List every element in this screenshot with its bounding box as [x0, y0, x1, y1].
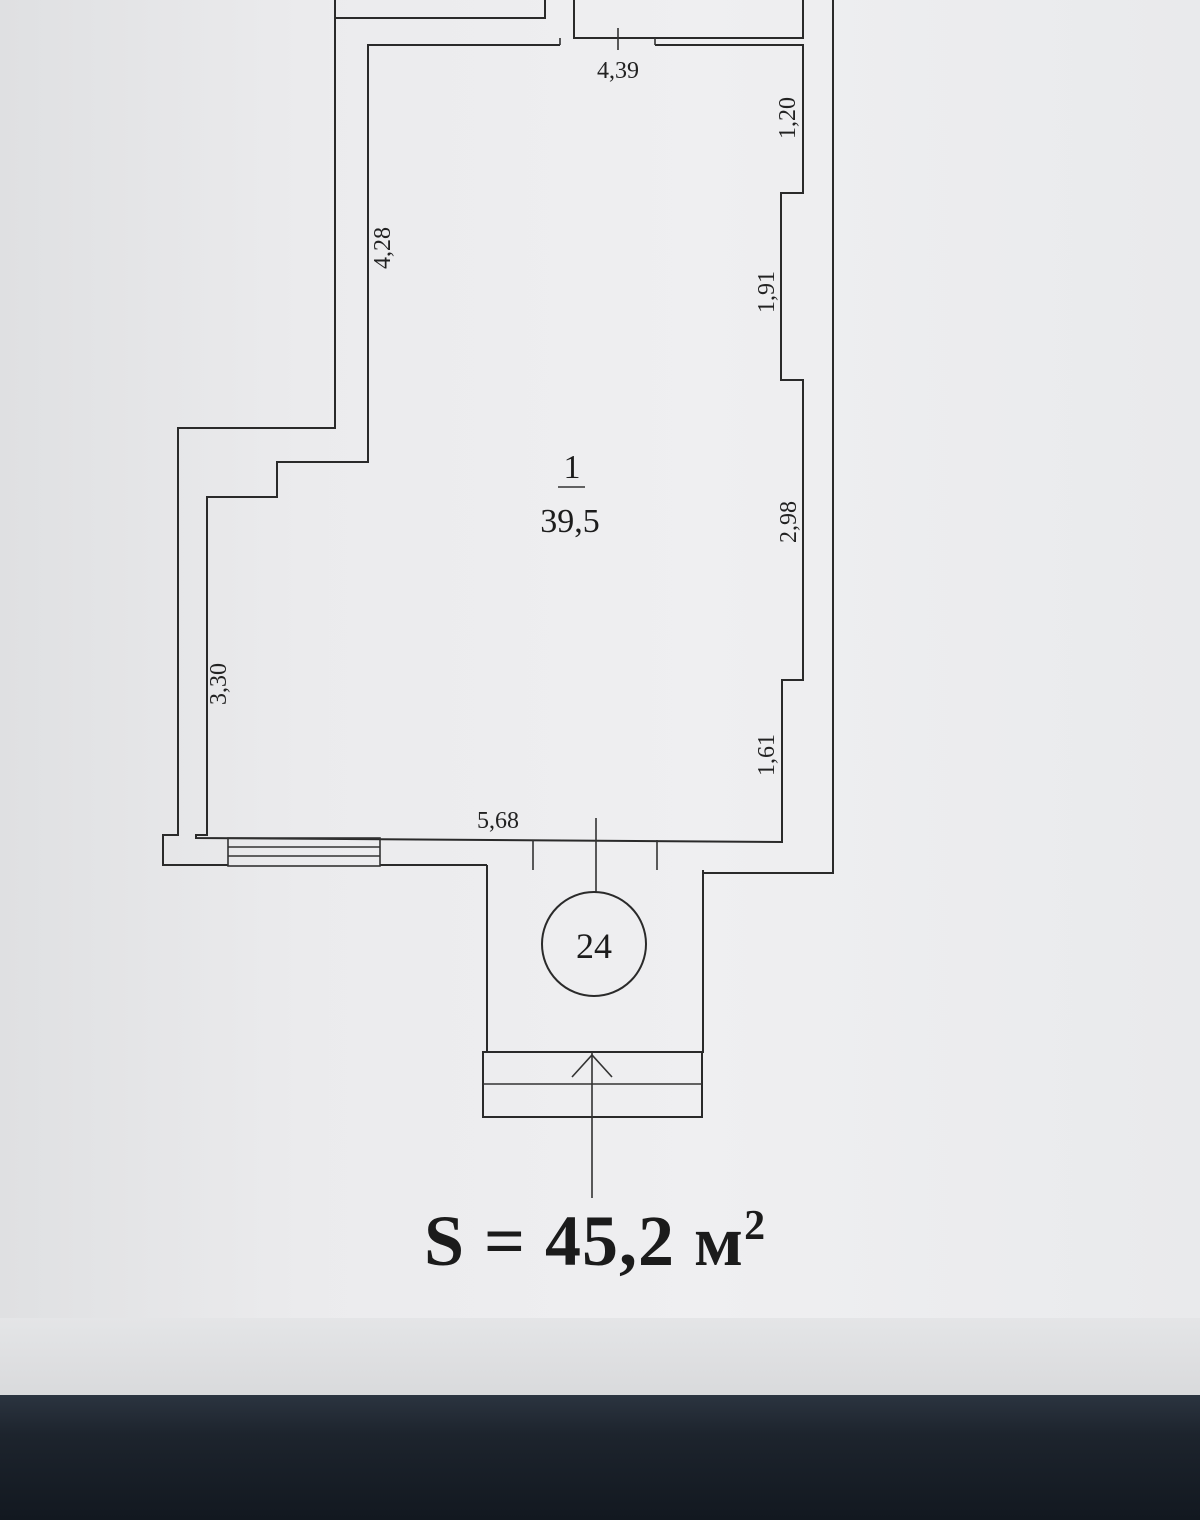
outer-wall-line [162, 0, 336, 866]
total-area-unit-exponent: 2 [744, 1203, 767, 1249]
outer-wall-line-right [703, 0, 834, 874]
room-number: 1 [564, 449, 581, 486]
entrance-number: 24 [576, 926, 612, 966]
room-inner-outline [195, 44, 804, 844]
dim-bottom-wall: 5,68 [477, 808, 519, 834]
top-adjacent-wall-left [335, 0, 546, 19]
entrance-arrow-head [571, 1053, 613, 1078]
room-area: 39,5 [540, 503, 600, 540]
total-area-value: S = 45,2 м [423, 1201, 745, 1281]
dim-left-upper: 4,28 [370, 227, 396, 269]
dim-right-lower: 1,61 [754, 734, 780, 776]
dim-right-mid-upper: 1,91 [754, 271, 780, 313]
top-adjacent-room [573, 0, 804, 39]
window [227, 837, 381, 867]
total-area-label: S = 45,2 м2 [0, 1200, 1190, 1283]
dim-right-upper: 1,20 [775, 97, 801, 139]
floor-plan: 24 1 39,5 4,39 5,68 1,20 1,91 2,98 1,61 … [162, 0, 834, 1198]
monitor-bezel [0, 1395, 1200, 1520]
screen-lower-edge [0, 1318, 1200, 1395]
dim-right-mid-lower: 2,98 [776, 501, 802, 543]
dim-top-wall: 4,39 [597, 58, 639, 84]
dim-left-lower: 3,30 [206, 663, 232, 705]
entrance-marker [541, 891, 647, 997]
